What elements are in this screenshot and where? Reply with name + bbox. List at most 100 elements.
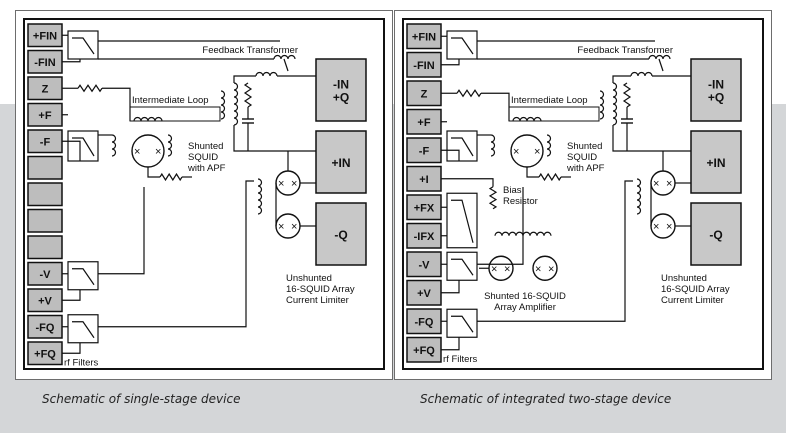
fin-filter — [67, 30, 99, 60]
v-filter — [67, 261, 99, 291]
pin-label: +F — [417, 117, 430, 129]
pin--V — [406, 251, 442, 278]
fq-filter-curve — [72, 321, 95, 339]
pin-label: -FIN — [34, 57, 55, 69]
pin--IFX — [406, 222, 442, 249]
terminal-box-2 — [690, 202, 742, 266]
caption-single-stage: Schematic of single-stage device — [42, 392, 241, 406]
wire-fq-out — [98, 180, 254, 328]
intermediate-loop-coil — [133, 116, 163, 122]
label-array-line2: 16-SQUID Array — [286, 284, 355, 295]
squid-coil — [167, 134, 173, 157]
pin-+I — [406, 165, 442, 192]
two-stage-schematic: +FIN-FINZ+F-F+I+FX-IFX-V+V-FQ+FQ-IN+Q+IN… — [402, 18, 764, 370]
intermediate-loop-frame — [508, 106, 600, 122]
pin-blank-8 — [27, 235, 63, 260]
wire-v-out — [477, 187, 524, 265]
terminal-box-1 — [690, 130, 742, 194]
pin-blank-6 — [27, 182, 63, 207]
pin-blank-5 — [27, 155, 63, 180]
amplifier-squid-b — [532, 255, 558, 281]
limiter-squid-b-junction-left: × — [653, 221, 659, 233]
wire-fq-out — [477, 180, 633, 322]
squid-coil — [546, 134, 552, 157]
caption-two-stage: Schematic of integrated two-stage device — [420, 392, 672, 406]
terminal-box-0 — [690, 58, 742, 122]
fq-filter-curve — [451, 315, 474, 333]
pin-label: +V — [38, 295, 52, 307]
v-filter-curve — [451, 258, 474, 276]
pin-label: -IFX — [414, 231, 435, 243]
amplifier-squid-a-junction-left: × — [491, 263, 497, 275]
label-rf-filters: rf Filters — [64, 357, 99, 368]
amplifier-squid-b-junction-right: × — [548, 263, 554, 275]
z-resistor — [77, 84, 103, 93]
limiter-squid-a-junction-right: × — [291, 178, 297, 190]
wire-v-plus — [441, 280, 460, 294]
pin-+FQ — [406, 336, 442, 363]
label-squid-line1: Shunted — [567, 141, 602, 152]
pin-label: +F — [38, 110, 51, 122]
wire-v-out — [98, 187, 145, 275]
pin-label: +FX — [414, 202, 435, 214]
input-coil — [233, 82, 239, 126]
wire-squid-shunt — [147, 167, 160, 178]
fq-filter — [67, 314, 99, 344]
limiter-squid-b-junction-right: × — [666, 221, 672, 233]
pin--FIN — [406, 51, 442, 78]
squid-shunt-resistor — [159, 172, 183, 182]
wire-input-top — [233, 75, 256, 83]
pin-+FX — [406, 194, 442, 221]
label-bias-line1: Bias — [503, 185, 522, 196]
fin-filter-curve — [72, 37, 95, 55]
terminal-label: +IN — [331, 156, 350, 170]
label-squid-line3: with APF — [566, 163, 605, 174]
arrow-feedback — [283, 58, 289, 72]
apf-resistor — [243, 82, 253, 108]
pin-blank-7 — [27, 208, 63, 233]
intermediate-loop-coil — [512, 116, 542, 122]
label-feedback-transformer: Feedback Transformer — [577, 45, 673, 56]
pin-label: +FIN — [33, 30, 57, 42]
pin-label: -V — [40, 269, 52, 281]
label-intermediate-loop: Intermediate Loop — [511, 95, 588, 106]
z-resistor — [456, 89, 482, 98]
feedback-coil-upper — [273, 54, 296, 60]
pin-label: -V — [419, 259, 431, 271]
terminal-box-1 — [315, 130, 367, 194]
shunted-squid-junction-left: × — [134, 146, 140, 158]
f-filter-curve — [72, 137, 95, 157]
pin--FQ — [406, 308, 442, 335]
pin-label: Z — [42, 83, 49, 95]
fin-filter-curve — [451, 37, 474, 55]
limiter-squid-a-junction-right: × — [666, 178, 672, 190]
label-array-line3: Current Limiter — [286, 295, 349, 306]
label-array-line2: 16-SQUID Array — [661, 284, 730, 295]
label-array-line3: Current Limiter — [661, 295, 724, 306]
shunted-squid-junction-right: × — [534, 146, 540, 158]
label-squid-line2: SQUID — [567, 152, 597, 163]
terminal-label: +Q — [333, 91, 349, 105]
arrow-feedback — [658, 58, 664, 72]
f-filter — [446, 130, 478, 162]
limiter-squid-b-junction-right: × — [291, 221, 297, 233]
label-squid-line3: with APF — [187, 163, 226, 174]
label-squid-line2: SQUID — [188, 152, 218, 163]
label-array-line1: Unshunted — [286, 273, 332, 284]
terminal-box-0 — [315, 58, 367, 122]
label-feedback-transformer: Feedback Transformer — [202, 45, 298, 56]
pin-label: +FIN — [412, 31, 436, 43]
label-bias-line2: Resistor — [503, 196, 538, 207]
terminal-label: -IN — [708, 78, 724, 92]
label-array-line1: Unshunted — [661, 273, 707, 284]
wire-v-plus — [62, 289, 81, 301]
shunted-squid-junction-left: × — [513, 146, 519, 158]
f-filter — [67, 130, 99, 162]
amplifier-squid-a-junction-right: × — [504, 263, 510, 275]
terminal-label: +Q — [708, 91, 724, 105]
single-stage-schematic: +FIN-FINZ+F-F-V+V-FQ+FQ-IN+Q+IN-QFeedbac… — [23, 18, 385, 370]
f-filter-curve — [451, 137, 474, 157]
terminal-label: +IN — [706, 156, 725, 170]
amplifier-squid-b-junction-left: × — [535, 263, 541, 275]
